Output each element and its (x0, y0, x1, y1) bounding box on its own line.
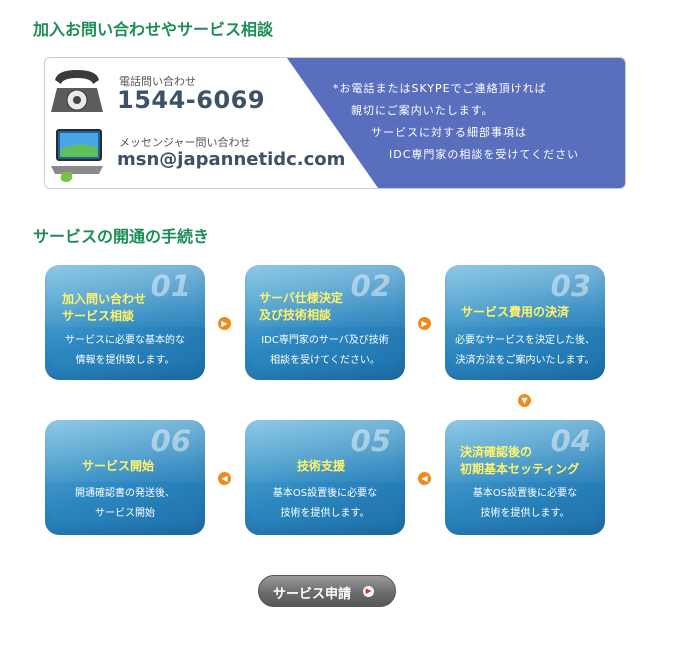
step-title: 加入問い合わせサービス相談 (62, 292, 147, 323)
step-number: 01 (150, 269, 191, 303)
messenger-contact-label: メッセンジャー問い合わせ (119, 136, 251, 149)
chevron-right-icon: ▶ (363, 586, 374, 597)
contact-note: サービスに対する細部事項は (371, 126, 527, 139)
step-description: サービスに必要な基本的な情報を提供致します。 (65, 335, 185, 366)
step-card-01: 01 加入問い合わせサービス相談 サービスに必要な基本的な情報を提供致します。 (45, 265, 205, 380)
arrow-left-icon: ◀ (418, 472, 431, 485)
step-title: サービス費用の決済 (461, 305, 570, 319)
section-title-procedure: サービスの開通の手続き (33, 227, 210, 246)
telephone-icon (51, 70, 103, 112)
contact-banner: 電話問い合わせ 1544-6069 メッセンジャー問い合わせ msn@japan… (44, 57, 626, 189)
contact-banner-background (287, 58, 625, 188)
step-description: 基本OS設置後に必要な技術を提供します。 (472, 488, 578, 519)
step-title: サーバ仕様決定及び技術相談 (259, 291, 343, 322)
step-card-02: 02 サーバ仕様決定及び技術相談 IDC専門家のサーバ及び技術相談を受けてくださ… (245, 265, 405, 380)
step-card-04: 04 決済確認後の初期基本セッティング 基本OS設置後に必要な技術を提供します。 (445, 420, 605, 535)
phone-contact-label: 電話問い合わせ (119, 75, 196, 88)
messenger-id: msn@japannetidc.com (117, 149, 346, 170)
phone-number: 1544-6069 (117, 86, 266, 114)
step-title: サービス開始 (82, 459, 155, 473)
step-number: 05 (350, 424, 391, 458)
step-number: 04 (550, 424, 591, 458)
step-description: 基本OS設置後に必要な技術を提供します。 (272, 488, 378, 519)
step-card-05: 05 技術支援 基本OS設置後に必要な技術を提供します。 (245, 420, 405, 535)
contact-note: 親切にご案内いたします。 (351, 104, 494, 117)
step-number: 03 (550, 269, 591, 303)
service-apply-label: サービス申請 (273, 586, 352, 601)
arrow-down-icon: ▼ (518, 394, 531, 407)
step-description: IDC専門家のサーバ及び技術相談を受けてください。 (261, 335, 389, 366)
service-apply-button[interactable]: サービス申請 ▶ (258, 575, 396, 607)
contact-note: *お電話またはSKYPEでご連絡頂ければ (333, 82, 547, 95)
laptop-icon (51, 129, 103, 182)
arrow-left-icon: ◀ (218, 472, 231, 485)
step-description: 必要なサービスを決定した後、決済方法をご案内いたします。 (455, 335, 595, 366)
step-title: 決済確認後の初期基本セッティング (460, 445, 580, 476)
step-number: 02 (350, 269, 391, 303)
section-title-contact: 加入お問い合わせやサービス相談 (33, 20, 274, 39)
contact-note: IDC専門家の相談を受けてください (389, 148, 580, 161)
step-number: 06 (150, 424, 191, 458)
step-description: 開通確認書の発送後、サービス開始 (75, 488, 175, 519)
step-title: 技術支援 (297, 459, 346, 473)
step-card-06: 06 サービス開始 開通確認書の発送後、サービス開始 (45, 420, 205, 535)
step-card-03: 03 サービス費用の決済 必要なサービスを決定した後、決済方法をご案内いたします… (445, 265, 605, 380)
arrow-right-icon: ▶ (418, 317, 431, 330)
arrow-right-icon: ▶ (218, 317, 231, 330)
